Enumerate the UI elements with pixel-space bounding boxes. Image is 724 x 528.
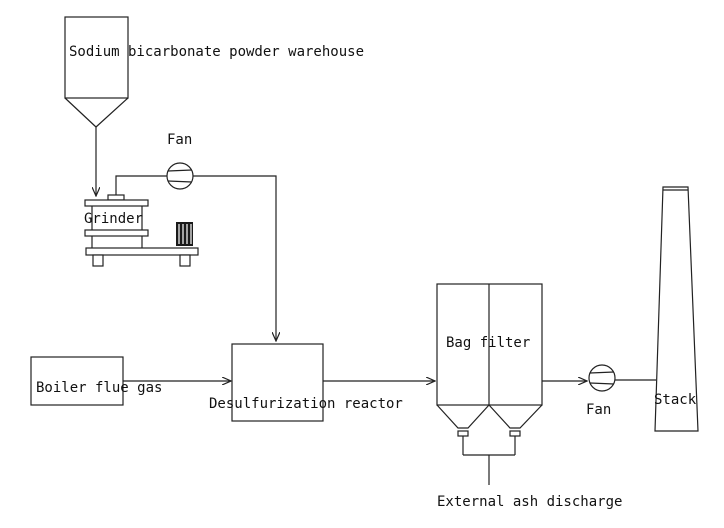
- grinder-to-fan-line: [115, 175, 167, 195]
- reactor-box: [231, 343, 324, 422]
- fan-top-label: Fan: [167, 132, 193, 148]
- stack: [654, 186, 699, 432]
- stack-label: Stack: [654, 392, 697, 408]
- boiler-label: Boiler flue gas: [36, 380, 163, 396]
- ash-discharge-label: External ash discharge: [437, 494, 623, 510]
- fan-right-label: Fan: [586, 402, 612, 418]
- bag-filter-label: Bag filter: [446, 335, 531, 351]
- fan-to-reactor-line: [193, 175, 276, 341]
- reactor-label: Desulfurization reactor: [209, 396, 403, 412]
- warehouse-silo: [64, 16, 129, 128]
- boiler-box: [30, 356, 124, 406]
- warehouse-label: Sodium bicarbonate powder warehouse: [69, 44, 365, 60]
- fan-right: [588, 364, 616, 392]
- bag-filter: [436, 283, 543, 456]
- grinder: [84, 194, 199, 267]
- grinder-label: Grinder: [84, 211, 144, 227]
- fan-top: [166, 162, 194, 190]
